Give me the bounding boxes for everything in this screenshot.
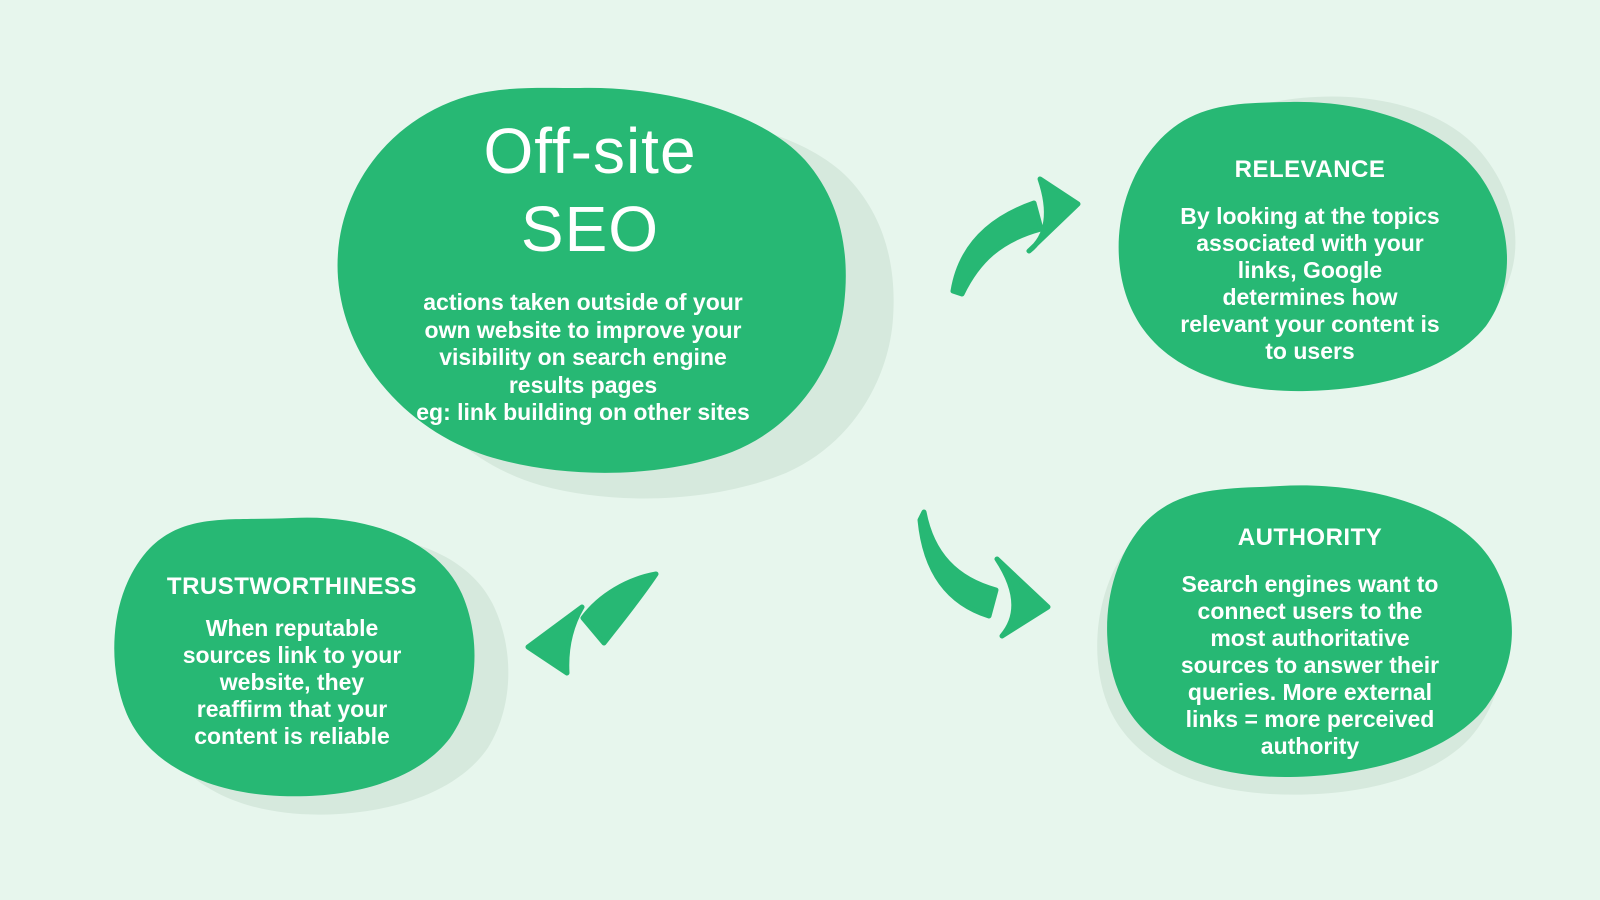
relevance-description: By looking at the topics associated with… (1180, 203, 1440, 364)
relevance-title: RELEVANCE (1234, 156, 1386, 183)
arrow-to-trustworthiness-icon (525, 571, 659, 676)
authority-title: AUTHORITY (1237, 524, 1383, 551)
trustworthiness-description: When reputable sources link to your webs… (182, 615, 402, 749)
authority-description: Search engines want to connect users to … (1180, 571, 1440, 759)
arrow-to-authority-icon (917, 509, 1051, 639)
main-blob-title: Off-site SEO (483, 115, 697, 265)
arrow-to-relevance-icon (950, 176, 1081, 297)
main-blob-description: actions taken outside of your own websit… (416, 289, 750, 425)
trustworthiness-title: TRUSTWORTHINESS (166, 573, 418, 600)
